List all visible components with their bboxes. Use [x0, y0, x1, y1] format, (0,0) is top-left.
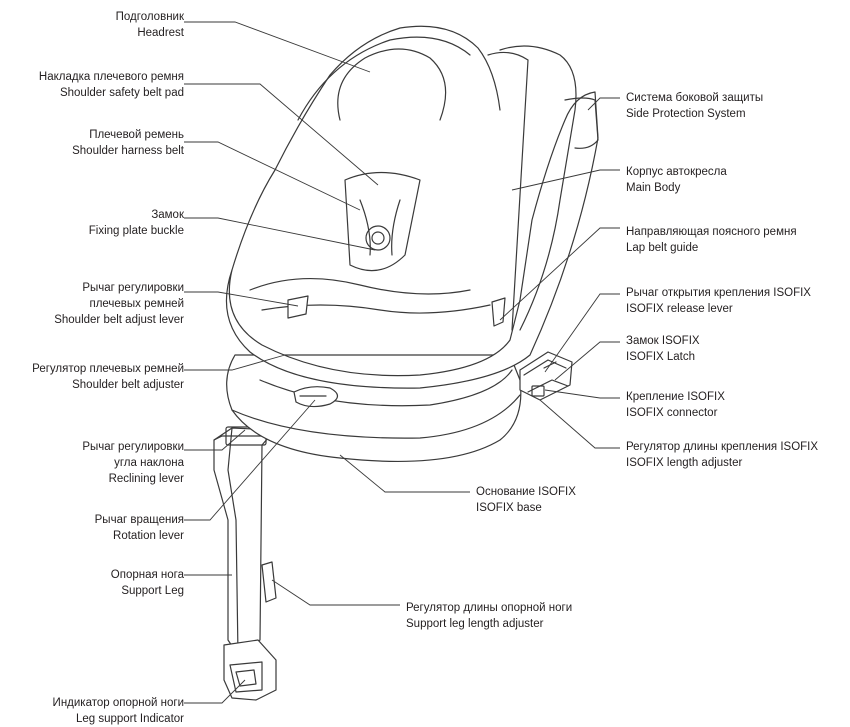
label-belt-adjuster-en: Shoulder belt adjuster [32, 377, 184, 393]
label-isofix-connector-ru: Крепление ISOFIX [626, 389, 725, 405]
leader-leg-length [272, 580, 400, 605]
label-lap-guide-ru: Направляющая поясного ремня [626, 224, 797, 240]
label-isofix-base-ru: Основание ISOFIX [476, 484, 576, 500]
label-support-leg-en: Support Leg [111, 583, 184, 599]
label-shoulder-pad: Накладка плечевого ремня Shoulder safety… [39, 69, 184, 101]
leg-foot-illustration [224, 640, 276, 700]
label-adjust-lever-ru1: Рычаг регулировки [54, 280, 184, 296]
label-isofix-length-ru: Регулятор длины крепления ISOFIX [626, 439, 818, 455]
label-isofix-length-en: ISOFIX length adjuster [626, 455, 818, 471]
label-buckle-en: Fixing plate buckle [89, 223, 184, 239]
label-shoulder-pad-en: Shoulder safety belt pad [39, 85, 184, 101]
label-recline-lever-ru2: угла наклона [82, 455, 184, 471]
label-isofix-connector-en: ISOFIX connector [626, 405, 725, 421]
label-leg-indicator-ru: Индикатор опорной ноги [53, 695, 184, 711]
label-isofix-release-ru: Рычаг открытия крепления ISOFIX [626, 285, 811, 301]
leader-headrest [184, 22, 370, 72]
label-isofix-connector: Крепление ISOFIX ISOFIX connector [626, 389, 725, 421]
leader-shoulder-pad [184, 84, 378, 185]
label-recline-lever-en: Reclining lever [82, 471, 184, 487]
label-isofix-release-en: ISOFIX release lever [626, 301, 811, 317]
label-adjust-lever-ru2: плечевых ремней [54, 296, 184, 312]
leader-buckle [184, 218, 375, 250]
label-headrest-ru: Подголовник [116, 9, 184, 25]
label-recline-lever: Рычаг регулировки угла наклона Reclining… [82, 439, 184, 487]
label-side-protection: Система боковой защиты Side Protection S… [626, 90, 763, 122]
label-main-body: Корпус автокресла Main Body [626, 164, 727, 196]
label-support-leg-ru: Опорная нога [111, 567, 184, 583]
label-lap-guide: Направляющая поясного ремня Lap belt gui… [626, 224, 797, 256]
label-isofix-latch-en: ISOFIX Latch [626, 349, 700, 365]
label-rotation-lever-en: Rotation lever [95, 528, 184, 544]
label-shoulder-pad-ru: Накладка плечевого ремня [39, 69, 184, 85]
label-adjust-lever-en: Shoulder belt adjust lever [54, 312, 184, 328]
label-leg-indicator-en: Leg support Indicator [53, 711, 184, 727]
label-shoulder-harness-en: Shoulder harness belt [72, 143, 184, 159]
label-isofix-base: Основание ISOFIX ISOFIX base [476, 484, 576, 516]
label-leg-length-en: Support leg length adjuster [406, 616, 572, 632]
label-leg-length: Регулятор длины опорной ноги Support leg… [406, 600, 572, 632]
label-leg-indicator: Индикатор опорной ноги Leg support Indic… [53, 695, 184, 727]
label-rotation-lever-ru: Рычаг вращения [95, 512, 184, 528]
label-support-leg: Опорная нога Support Leg [111, 567, 184, 599]
support-leg-illustration [214, 427, 276, 655]
label-isofix-latch: Замок ISOFIX ISOFIX Latch [626, 333, 700, 365]
label-rotation-lever: Рычаг вращения Rotation lever [95, 512, 184, 544]
label-side-protection-ru: Система боковой защиты [626, 90, 763, 106]
label-shoulder-harness-ru: Плечевой ремень [72, 127, 184, 143]
label-isofix-length: Регулятор длины крепления ISOFIX ISOFIX … [626, 439, 818, 471]
label-lap-guide-en: Lap belt guide [626, 240, 797, 256]
label-main-body-en: Main Body [626, 180, 727, 196]
label-adjust-lever: Рычаг регулировки плечевых ремней Should… [54, 280, 184, 328]
label-buckle-ru: Замок [89, 207, 184, 223]
label-belt-adjuster-ru: Регулятор плечевых ремней [32, 361, 184, 377]
label-leg-length-ru: Регулятор длины опорной ноги [406, 600, 572, 616]
label-headrest: Подголовник Headrest [116, 9, 184, 41]
label-shoulder-harness: Плечевой ремень Shoulder harness belt [72, 127, 184, 159]
label-buckle: Замок Fixing plate buckle [89, 207, 184, 239]
label-side-protection-en: Side Protection System [626, 106, 763, 122]
leader-isofix-connector [545, 390, 620, 398]
label-belt-adjuster: Регулятор плечевых ремней Shoulder belt … [32, 361, 184, 393]
label-isofix-latch-ru: Замок ISOFIX [626, 333, 700, 349]
label-main-body-ru: Корпус автокресла [626, 164, 727, 180]
label-isofix-release: Рычаг открытия крепления ISOFIX ISOFIX r… [626, 285, 811, 317]
seat-shell-illustration [226, 26, 598, 388]
leader-adjust-lever [184, 292, 298, 306]
label-headrest-en: Headrest [116, 25, 184, 41]
leader-isofix-length [540, 400, 620, 448]
label-recline-lever-ru1: Рычаг регулировки [82, 439, 184, 455]
label-isofix-base-en: ISOFIX base [476, 500, 576, 516]
